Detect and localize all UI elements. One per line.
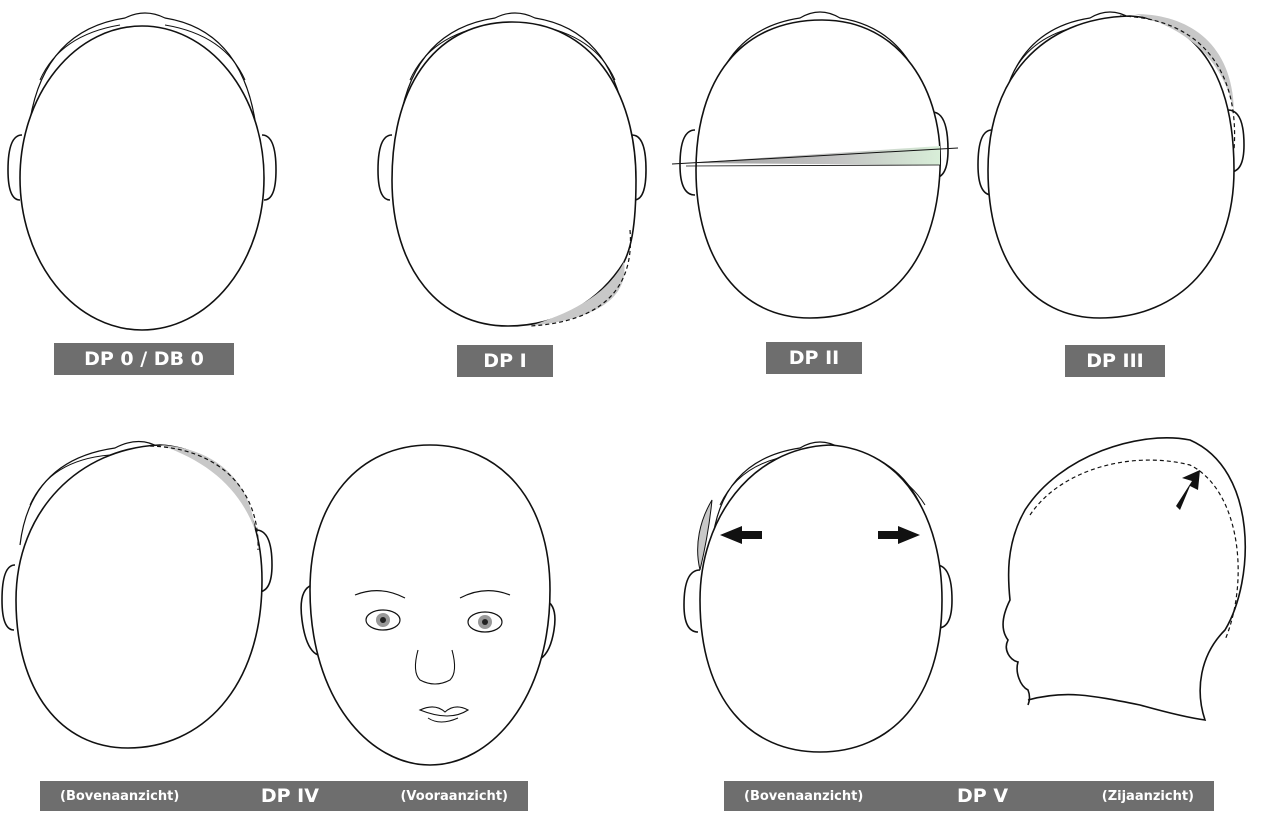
label-dp5-title: DP V <box>957 785 1008 807</box>
head-dp5-side <box>1003 438 1245 720</box>
label-dp4-top-view: (Bovenaanzicht) <box>60 789 179 804</box>
head-dp4-top <box>2 442 272 749</box>
label-dp3: DP III <box>1065 345 1165 377</box>
label-dp5: (Bovenaanzicht) DP V (Zijaanzicht) <box>724 781 1214 811</box>
head-dp3 <box>978 12 1244 318</box>
head-dp0 <box>8 13 276 330</box>
label-dp0: DP 0 / DB 0 <box>54 343 234 375</box>
label-dp4-title: DP IV <box>261 785 319 807</box>
head-dp5-top <box>684 442 952 752</box>
label-dp2: DP II <box>766 342 862 374</box>
face-dp4-front <box>301 445 555 765</box>
label-dp5-side-view: (Zijaanzicht) <box>1102 789 1194 804</box>
label-dp4: (Bovenaanzicht) DP IV (Vooraanzicht) <box>40 781 528 811</box>
head-dp2 <box>672 12 958 318</box>
head-dp1 <box>378 13 646 326</box>
label-dp4-front-view: (Vooraanzicht) <box>400 789 508 804</box>
label-dp1: DP I <box>457 345 553 377</box>
label-dp5-top-view: (Bovenaanzicht) <box>744 789 863 804</box>
